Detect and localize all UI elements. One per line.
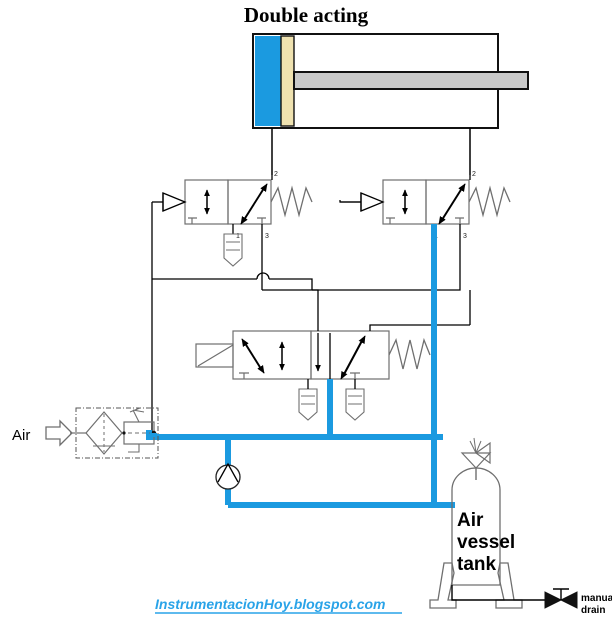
tank-leg-right <box>495 562 523 609</box>
compressor-triangle <box>217 462 239 483</box>
valve-right[interactable]: 2 1 3 <box>262 171 511 291</box>
air-inlet-label: Air <box>12 427 30 444</box>
pipe-center-out-right <box>369 324 470 331</box>
valve-center-tee-b <box>350 372 360 379</box>
valve-right-flow-arrow-down <box>438 185 464 225</box>
valve-center-diag-down <box>243 340 265 374</box>
valve-left-port-2-label: 2 <box>274 171 278 178</box>
pipe-line-hop <box>256 272 270 280</box>
tank-leg-left <box>429 562 457 609</box>
control-piping <box>151 175 471 440</box>
frl-enclosure <box>75 407 159 459</box>
valve-right-port-2-label: 2 <box>472 171 476 178</box>
pressure-piping <box>146 224 455 508</box>
valve-right-pilot-actuator[interactable] <box>360 192 385 212</box>
valve-right-tee-a <box>386 217 395 224</box>
valve-center-spring <box>388 337 431 370</box>
valve-right-port-3-label: 3 <box>463 233 467 240</box>
drain-valve-body-right <box>559 591 578 609</box>
tank-body <box>451 467 501 586</box>
valve-right-spring <box>468 185 511 218</box>
valve-left-port-3-label: 3 <box>265 233 269 240</box>
valve-left-port-1-label: 1 <box>236 233 240 240</box>
filter-symbol <box>85 411 123 455</box>
air-inlet: Air <box>12 419 73 447</box>
double-acting-cylinder <box>252 33 529 175</box>
tank-drain-line <box>451 585 545 601</box>
cylinder-piston <box>280 35 295 127</box>
tank-label-line-3: tank <box>457 554 497 575</box>
valve-center-lever-actuator[interactable] <box>195 343 234 368</box>
cylinder-chamber-pressurised <box>255 36 281 126</box>
safety-valve <box>460 437 492 469</box>
valve-center[interactable] <box>195 316 431 421</box>
manual-drain-label-line-2: drain <box>581 605 605 616</box>
pipe-to-center-top <box>312 289 319 316</box>
drain-valve-handle <box>553 588 569 600</box>
tank-label-line-2: vessel <box>457 532 515 553</box>
valve-center-silencer-right <box>345 388 365 421</box>
compressor[interactable] <box>215 462 241 490</box>
valve-right-port-3-line <box>262 224 461 291</box>
frl-node-a <box>122 431 126 435</box>
cylinder-rod <box>293 71 529 90</box>
watermark-text: InstrumentacionHoy.blogspot.com <box>155 596 386 612</box>
valve-center-box-b <box>310 330 390 380</box>
valve-right-tee-b <box>455 217 464 224</box>
valve-center-box-a <box>232 330 312 380</box>
valve-left-spring <box>270 185 313 218</box>
valve-left[interactable]: 2 1 3 <box>162 171 313 278</box>
valve-left-pilot-actuator[interactable] <box>162 192 187 212</box>
regulator-adjust-arrow <box>129 407 145 423</box>
manual-drain-valve[interactable]: manual drain <box>544 588 612 616</box>
watermark[interactable]: InstrumentacionHoy.blogspot.com <box>155 596 402 614</box>
valve-left-silencer <box>223 233 243 267</box>
valve-left-tee-b <box>257 217 266 224</box>
pipe-hop-right <box>269 278 313 290</box>
valve-left-tee-a <box>188 217 197 224</box>
valve-center-diag2-up <box>342 335 366 378</box>
valve-left-flow-arrow-down <box>240 185 266 225</box>
frl-unit[interactable] <box>70 407 159 459</box>
valve-center-tee-a <box>239 372 249 379</box>
compressor-circle <box>215 464 241 490</box>
valve-center-silencer-left <box>298 388 318 421</box>
air-vessel-tank: Air vessel tank <box>429 437 545 609</box>
drain-valve-body-left <box>544 591 563 609</box>
air-inlet-arrow-icon <box>45 419 73 447</box>
tank-label-line-1: Air <box>457 510 484 531</box>
manual-drain-label-line-1: manual <box>581 593 612 604</box>
regulator-sense-line <box>128 444 140 453</box>
page-title: Double acting <box>244 3 369 27</box>
valve-center-diag2-down <box>340 337 364 380</box>
